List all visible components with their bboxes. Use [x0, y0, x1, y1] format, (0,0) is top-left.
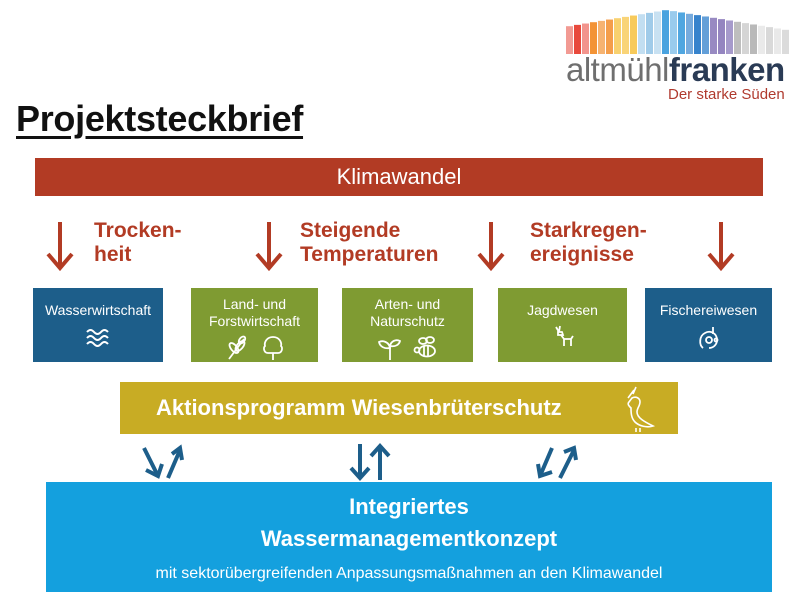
logo-stripe [774, 28, 781, 54]
logo-stripe [614, 18, 621, 54]
logo-stripe [646, 12, 653, 55]
logo-stripe [670, 11, 677, 54]
tree-icon [262, 336, 283, 360]
leaves-icon [227, 335, 246, 360]
logo-stripe [574, 24, 581, 54]
sector-label: Land- und Forstwirtschaft [208, 296, 300, 329]
arrow-down-icon [46, 222, 74, 272]
logo-stripe [702, 16, 709, 54]
page-title: Projektsteckbrief [16, 98, 304, 139]
klimawandel-bar: Klimawandel [35, 158, 763, 196]
arrow-down-icon [477, 222, 505, 272]
logo-stripe [766, 27, 773, 54]
bidirectional-arrow-icon [142, 444, 184, 479]
bidirectional-arrow-icon [349, 443, 391, 481]
sector-label: Arten- und Naturschutz [370, 296, 445, 329]
logo-stripe [606, 19, 613, 54]
sector-label: Fischereiwesen [659, 302, 758, 318]
logo-stripe [686, 13, 693, 55]
klimawandel-label: Klimawandel [336, 164, 462, 189]
konzept-title-line2: Wassermanagementkonzept [260, 526, 558, 551]
logo-stripe [638, 14, 645, 54]
bird-icon [627, 386, 656, 432]
logo-stripe [582, 23, 589, 54]
logo-stripe [750, 24, 757, 54]
bidirectional-arrow-icon [536, 445, 578, 479]
konzept-title-line1: Integriertes [349, 494, 469, 519]
logo-stripe [598, 20, 605, 54]
sector-arten-und-naturschutz: Arten- und Naturschutz [342, 288, 473, 362]
logo-stripe [726, 20, 733, 54]
logo-stripe [782, 29, 789, 54]
logo-stripe [566, 26, 573, 54]
sector-label: Wasserwirtschaft [44, 302, 152, 318]
logo-stripe [718, 19, 725, 54]
logo-stripe [678, 12, 685, 54]
logo-stripe [734, 21, 741, 54]
effect-trockenheit: Trocken- heit [94, 219, 182, 266]
arrow-down-icon [707, 222, 735, 272]
logo-color-stripes [566, 10, 790, 55]
logo-tagline: Der starke Süden [668, 86, 785, 103]
logo-wordmark: altmühlfranken [566, 51, 785, 88]
sector-label: Jagdwesen [527, 302, 598, 318]
aktionsprogramm-label: Aktionsprogramm Wiesenbrüterschutz [156, 395, 562, 420]
logo-stripe [654, 11, 661, 55]
logo-stripe [742, 23, 749, 54]
sector-fischereiwesen: Fischereiwesen [645, 288, 772, 362]
sector-jagdwesen: Jagdwesen [498, 288, 627, 362]
effect-steigende-temperaturen: Steigende Temperaturen [300, 219, 439, 266]
sector-land-und-forstwirtschaft: Land- und Forstwirtschaft [191, 288, 318, 362]
arrow-down-icon [255, 222, 283, 272]
sector-wasserwirtschaft: Wasserwirtschaft [33, 288, 163, 362]
logo-stripes-svg [566, 10, 789, 55]
logo-stripe [630, 15, 637, 55]
bee-icon [413, 336, 436, 358]
effect-starkregenereignisse: Starkregen- ereignisse [530, 219, 647, 266]
water-waves-icon [86, 329, 109, 347]
aktionsprogramm-bar: Aktionsprogramm Wiesenbrüterschutz [120, 382, 678, 434]
logo-stripe [622, 16, 629, 54]
fish-hook-icon [698, 327, 718, 349]
logo-stripe [590, 22, 597, 54]
logo-stripe [758, 25, 765, 54]
logo-stripe [662, 10, 669, 54]
wassermanagementkonzept-box: Integriertes Wassermanagementkonzept mit… [46, 482, 772, 592]
konzept-subtitle: mit sektorübergreifenden Anpassungsmaßna… [155, 565, 663, 582]
sprout-icon [377, 339, 401, 360]
deer-icon [554, 325, 574, 346]
logo-stripe [710, 17, 717, 54]
logo-stripe [694, 15, 701, 54]
